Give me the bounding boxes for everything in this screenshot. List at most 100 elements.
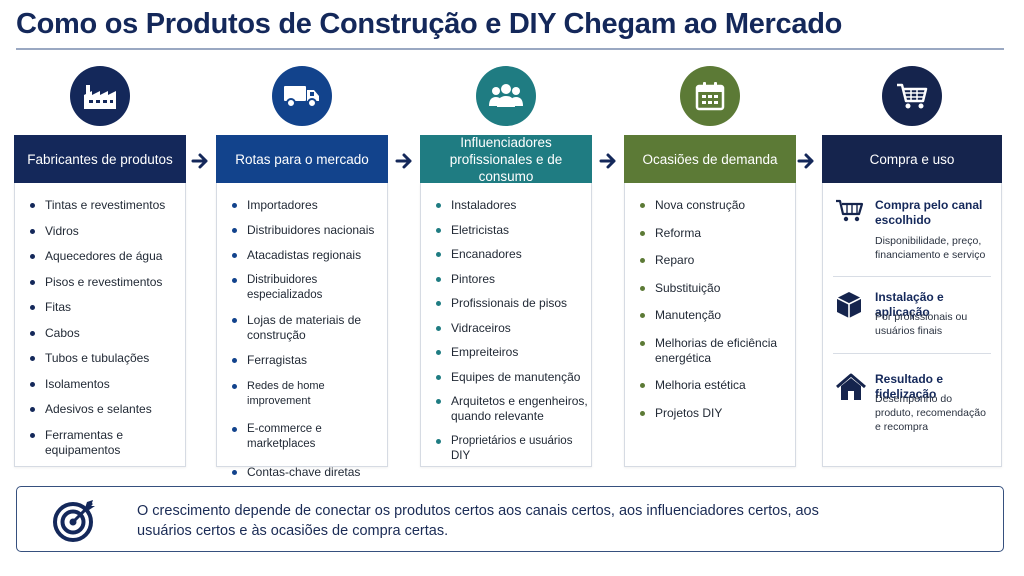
arrow-right-icon	[599, 153, 616, 169]
bullet-icon	[30, 381, 35, 387]
list-item: Vidros	[27, 224, 179, 239]
step-description: Disponibilidade, preço, financiamento e …	[875, 235, 986, 261]
bullet-icon	[436, 438, 441, 444]
target-icon	[53, 500, 95, 542]
step-title: Resultado e fidelização	[875, 372, 944, 401]
bullet-icon	[232, 358, 237, 363]
list-item: Pintores	[433, 272, 585, 287]
arrow-right-icon	[797, 153, 814, 169]
bullet-icon	[436, 203, 441, 208]
list-item: E-commerce e marketplaces	[229, 422, 381, 452]
list-item: Melhorias de eficiência energética	[637, 336, 782, 366]
bullet-icon	[436, 325, 441, 331]
bullet-icon	[640, 230, 645, 236]
bullet-icon	[30, 432, 35, 438]
list-item: Empreiteiros	[433, 345, 585, 360]
column-routes-to-market: Rotas para o mercado Importadores Distri…	[216, 66, 388, 479]
title-divider	[16, 48, 1004, 50]
column-header: Influenciadores profissionales e de cons…	[420, 135, 592, 184]
list-item: Adesivos e selantes	[27, 402, 179, 417]
bullet-icon	[436, 374, 441, 380]
callout-text: O crescimento depende de conectar os pro…	[137, 503, 819, 539]
list-item: Substituição	[637, 281, 789, 296]
bullet-icon	[436, 252, 441, 257]
column-manufacturers: Fabricantes de produtos Tintas e revesti…	[14, 66, 186, 467]
bullet-icon	[232, 278, 237, 283]
column-header: Fabricantes de produtos	[14, 135, 186, 183]
list-item: Profissionais de pisos	[433, 296, 585, 311]
list-item: Manutenção	[637, 308, 789, 323]
list-item: Equipes de manutenção	[433, 370, 585, 385]
column-body: Compra pelo canal escolhido Disponibilid…	[822, 183, 1002, 467]
bullet-icon	[232, 203, 237, 208]
arrow-right-icon	[395, 153, 412, 169]
list-item: Lojas de materiais de construção	[229, 313, 369, 343]
list-item: Distribuidores nacionais	[229, 223, 381, 238]
column-purchase-and-use: Compra e uso Compra pelo canal escolhido…	[822, 66, 1002, 467]
list-item: Reparo	[637, 253, 789, 268]
bullet-icon	[232, 253, 237, 258]
bullet-icon	[30, 407, 35, 412]
page-title: Como os Produtos de Construção e DIY Che…	[16, 8, 843, 40]
list-item: Melhoria estética	[637, 378, 789, 393]
bullet-icon	[640, 203, 645, 208]
bullet-icon	[640, 285, 645, 291]
list-item: Cabos	[27, 326, 179, 341]
step-description: Por profissionais ou usuários finais	[875, 311, 968, 337]
step-title: Instalação e aplicação	[875, 290, 944, 319]
bullet-icon	[232, 427, 237, 432]
list-item: Ferramentas e equipamentos	[27, 428, 137, 458]
bullet-icon	[436, 399, 441, 404]
list-item: Fitas	[27, 300, 179, 315]
list-item: Instaladores	[433, 198, 585, 213]
divider	[833, 276, 991, 277]
bullet-icon	[232, 384, 237, 389]
column-header: Rotas para o mercado	[216, 135, 388, 183]
column-header: Ocasiões de demanda	[624, 135, 796, 183]
column-body: Importadores Distribuidores nacionais At…	[216, 183, 388, 479]
callout-box: O crescimento depende de conectar os pro…	[16, 486, 1004, 552]
bullet-icon	[30, 305, 35, 310]
bullet-icon	[436, 227, 441, 233]
people-group-icon	[476, 66, 536, 126]
list-item: Arquitetos e engenheiros, quando relevan…	[433, 394, 588, 424]
box-icon	[836, 292, 862, 318]
column-body: Instaladores Eletricistas Encanadores Pi…	[420, 183, 592, 467]
list-item: Reforma	[637, 226, 789, 241]
arrow-right-icon	[191, 153, 208, 169]
bullet-icon	[640, 258, 645, 263]
column-body: Tintas e revestimentos Vidros Aquecedore…	[14, 183, 186, 467]
bullet-icon	[30, 356, 35, 361]
house-icon	[836, 373, 866, 400]
list-item: Redes de home improvement	[229, 379, 381, 409]
list-item: Nova construção	[637, 198, 789, 213]
list-item: Isolamentos	[27, 377, 179, 392]
list-item: Ferragistas	[229, 353, 381, 368]
bullet-icon	[30, 279, 35, 285]
bullet-icon	[640, 410, 645, 416]
calendar-icon	[680, 66, 740, 126]
shopping-cart-icon	[882, 66, 942, 126]
truck-icon	[272, 66, 332, 126]
bullet-icon	[232, 470, 237, 475]
list-item: Proprietários e usuários DIY	[433, 434, 585, 464]
column-influencers: Influenciadores profissionales e de cons…	[420, 66, 592, 467]
list-item: Pisos e revestimentos	[27, 275, 179, 290]
bullet-icon	[30, 203, 35, 208]
factory-icon	[70, 66, 130, 126]
bullet-icon	[436, 301, 441, 306]
step-title: Compra pelo canal escolhido	[875, 198, 983, 227]
bullet-icon	[30, 228, 35, 234]
bullet-icon	[640, 383, 645, 388]
bullet-icon	[232, 228, 237, 233]
list-item: Contas-chave diretas	[229, 465, 381, 480]
bullet-icon	[436, 276, 441, 282]
column-demand-occasions: Ocasiões de demanda Nova construção Refo…	[624, 66, 796, 467]
bullet-icon	[232, 318, 237, 323]
bullet-icon	[30, 330, 35, 336]
bullet-icon	[640, 340, 645, 346]
bullet-icon	[640, 313, 645, 318]
list-item: Aquecedores de água	[27, 249, 179, 264]
list-item: Importadores	[229, 198, 381, 213]
step-description: Desempenho do produto, recomendação e re…	[875, 393, 986, 433]
